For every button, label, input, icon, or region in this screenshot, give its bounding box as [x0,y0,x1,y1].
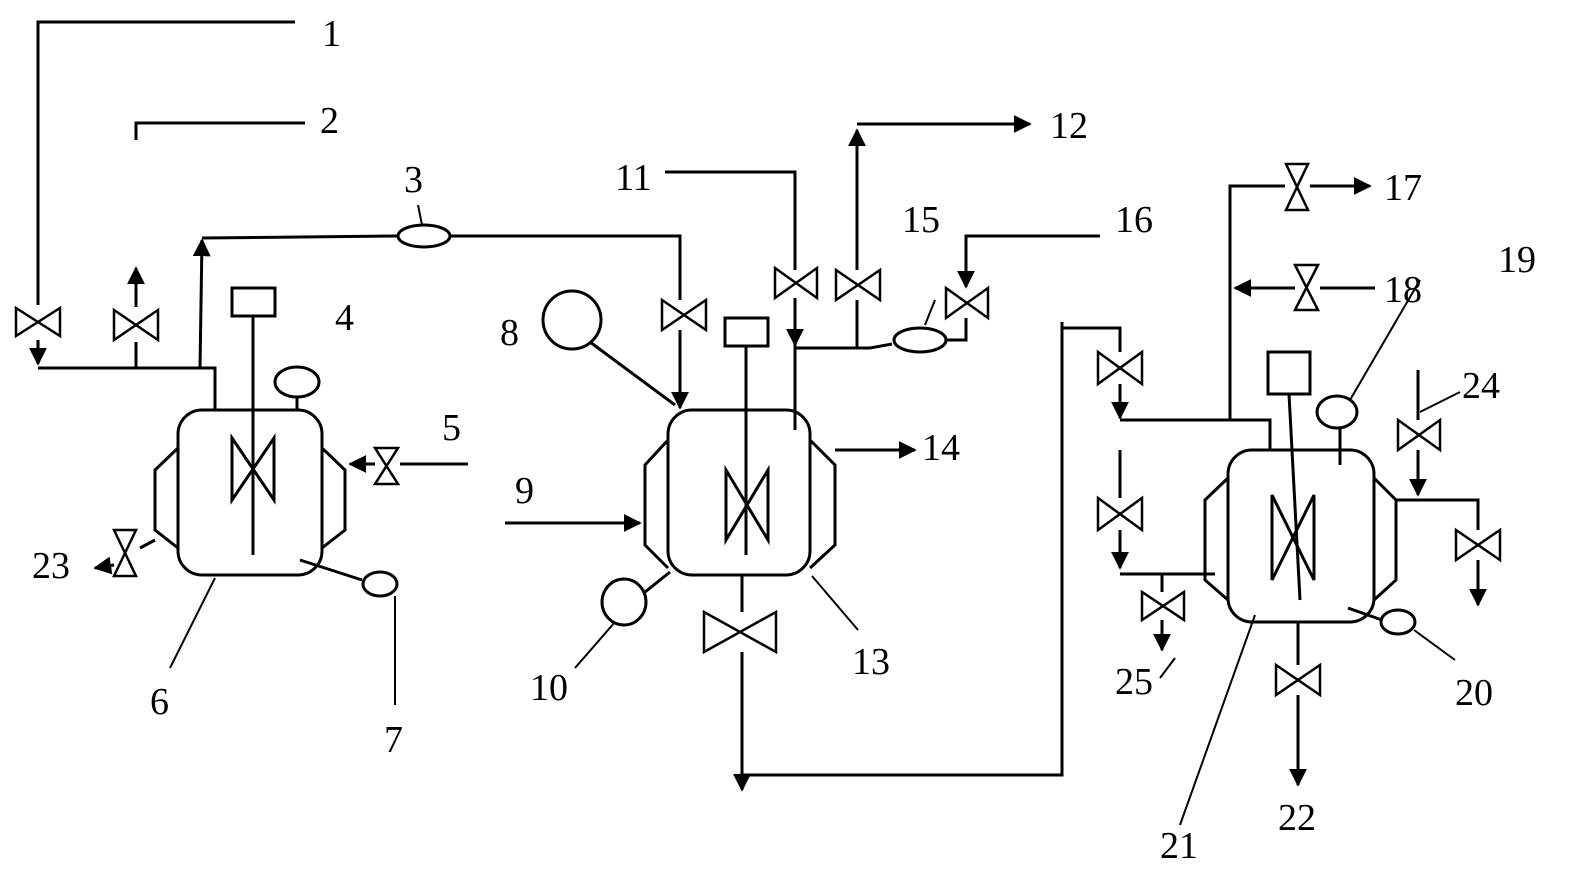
line-16 [957,234,1100,289]
label-1: 1 [322,13,341,55]
reactor-21-shaft [1287,393,1302,601]
label-21: 21 [1160,825,1198,867]
valve-drain-23[interactable] [112,528,138,578]
valve-reactor-13-bottom[interactable] [702,609,778,655]
flowmeter-15 [892,326,948,354]
label-3: 3 [404,159,423,201]
label-15: 15 [902,199,940,241]
label-22: 22 [1278,797,1316,839]
line-1 [36,20,295,305]
gauge-20 [1379,608,1417,636]
label-19: 19 [1498,239,1536,281]
label-7: 7 [384,719,403,761]
reactor-21-vessel [1226,448,1376,624]
gauge-7 [361,570,399,598]
label-17: 17 [1384,167,1422,209]
line-11 [665,170,797,270]
line-2 [134,121,305,140]
label-14: 14 [922,427,960,469]
valve-line-16[interactable] [944,285,990,321]
reactor-21 [1179,279,1456,826]
label-5: 5 [442,407,461,449]
reactor-21-jacket-right [1372,476,1398,602]
valve-line-17[interactable] [1284,162,1310,212]
reactor-6-agitator [230,433,276,505]
transfer-line-3 [450,234,682,300]
valve-line-2[interactable] [112,307,160,343]
reactor-6-motor [230,286,277,318]
valve-line-1[interactable] [14,305,62,339]
label-12: 12 [1050,105,1088,147]
label-16: 16 [1115,199,1153,241]
label-8: 8 [500,312,519,354]
gauge-4 [273,365,321,399]
reactor-6 [153,286,399,705]
gauge-19 [1315,394,1359,430]
reactor-13 [541,289,859,669]
valve-line-11[interactable] [773,265,819,301]
label-2: 2 [320,100,339,142]
valve-reactor-21-side[interactable] [1096,495,1144,533]
valve-line-18[interactable] [1292,263,1321,312]
valve-line-24[interactable] [1396,417,1442,453]
valve-line-12[interactable] [834,267,882,303]
reactor-6-jacket-right [320,446,347,550]
valve-feed-5[interactable] [372,446,401,486]
label-9: 9 [515,470,534,512]
valve-reactor-13-inlet[interactable] [660,297,708,333]
reactor-6-jacket-left [153,446,180,550]
valve-line-22[interactable] [1274,662,1322,698]
label-6: 6 [150,681,169,723]
label-10: 10 [530,667,568,709]
label-25: 25 [1115,661,1153,703]
reactor-21-agitator [1270,494,1316,581]
reactor-6-inlet-header [38,366,217,410]
reactor-21-motor [1266,350,1312,396]
flowmeter-3 [396,223,452,249]
reactor-13-motor [723,316,770,348]
label-13: 13 [852,641,890,683]
label-4: 4 [335,297,354,339]
valve-line-25[interactable] [1140,589,1186,623]
reactor-21-jacket-left [1203,476,1230,602]
valve-reactor-21-inlet[interactable] [1096,349,1144,387]
label-11: 11 [615,157,652,199]
label-23: 23 [32,545,70,587]
reactor-13-jacket-left [643,438,670,570]
valve-right-outlet[interactable] [1454,527,1502,563]
label-24: 24 [1462,365,1500,407]
reactor-13-vessel [666,408,812,577]
gauge-8 [541,289,603,351]
label-18: 18 [1384,269,1422,311]
reactor-13-agitator [724,464,770,546]
transfer-line-to-21 [742,322,1064,777]
label-20: 20 [1455,672,1493,714]
reactor-6-vessel [176,408,324,577]
gauge-10 [600,577,648,627]
reactor-13-jacket-right [808,438,837,570]
